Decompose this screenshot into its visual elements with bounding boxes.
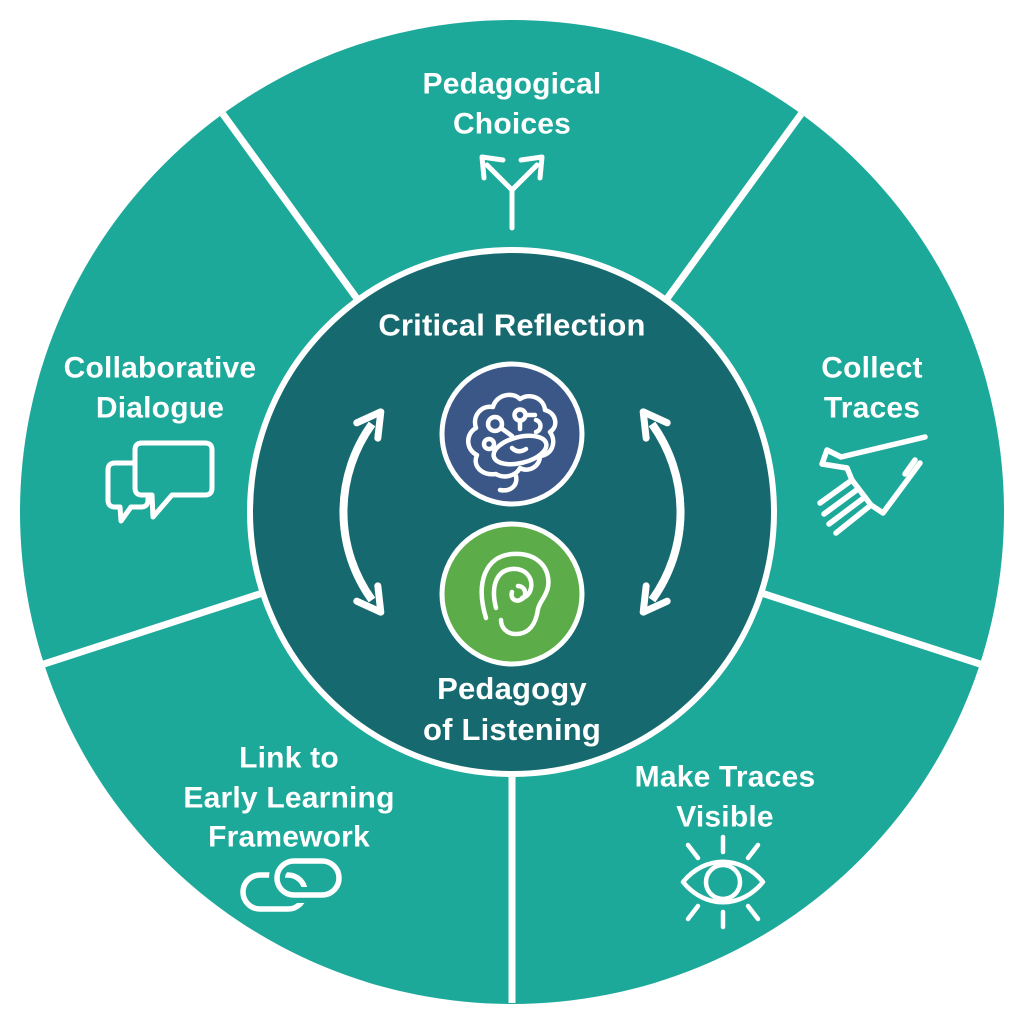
brain-icon <box>466 392 558 493</box>
segment-label-collect-traces: Collect Traces <box>821 351 923 424</box>
branching-arrows-icon <box>479 154 545 231</box>
segment-label-pedagogical-choices: Pedagogical Choices <box>422 67 602 140</box>
cycle-arrows <box>339 408 685 616</box>
curved-double-arrow-left <box>339 408 385 616</box>
center-label-pedagogy-of-listening: Pedagogy of Listening <box>422 671 602 747</box>
segment-label-make-traces-visible: Make Traces Visible <box>634 760 816 833</box>
segment-label-link-to-framework: Link to Early Learning Framework <box>183 741 395 854</box>
center-label-critical-reflection: Critical Reflection <box>378 307 646 343</box>
hand-icon <box>817 434 928 536</box>
ear-icon <box>479 551 551 637</box>
speech-bubbles-icon <box>105 440 215 524</box>
inner-circle <box>247 247 777 777</box>
chain-link-icon <box>240 853 347 912</box>
eye-icon <box>680 834 766 930</box>
segment-dividers <box>42 111 982 1003</box>
segment-label-collaborative-dialogue: Collaborative Dialogue <box>63 351 257 424</box>
curved-double-arrow-right <box>639 408 685 616</box>
